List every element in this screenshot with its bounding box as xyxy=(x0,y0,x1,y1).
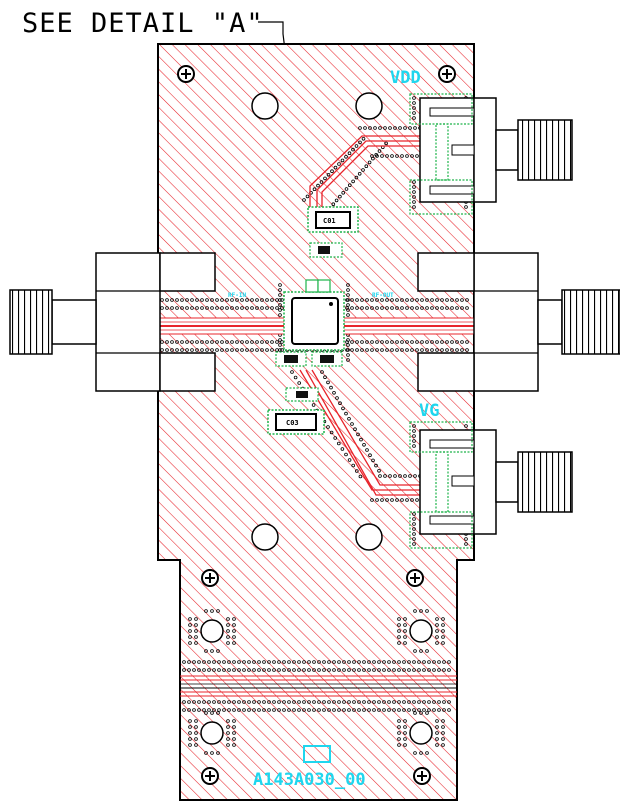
hole xyxy=(409,619,433,643)
sma-connector-right xyxy=(417,252,620,392)
rf-out-label: RF-OUT xyxy=(372,292,394,299)
hole xyxy=(409,721,433,745)
bottom-traces xyxy=(180,675,457,697)
hole xyxy=(355,523,383,551)
vdd-label: VDD xyxy=(390,68,421,88)
screw-icon xyxy=(201,767,219,785)
mmic-chip-area xyxy=(283,279,345,351)
capacitor-c03: C03 xyxy=(267,387,325,435)
screw-icon xyxy=(413,767,431,785)
c01-label: C01 xyxy=(323,217,336,225)
vg-label: VG xyxy=(419,401,439,421)
hole xyxy=(355,92,383,120)
capacitor-c01: C01 xyxy=(307,206,359,258)
title-see-detail: SEE DETAIL "A" xyxy=(22,8,264,39)
board-id-marker xyxy=(303,745,331,763)
dc-connector-vg xyxy=(419,429,573,535)
screw-icon xyxy=(438,65,456,83)
hole xyxy=(251,523,279,551)
mounting-holes xyxy=(200,92,433,745)
small-caps-below-chip xyxy=(275,351,343,367)
board-id-label: A143A030_00 xyxy=(253,770,366,790)
c03-label: C03 xyxy=(286,419,299,427)
rf-in-label: RF-IN xyxy=(228,292,246,299)
sma-connector-left xyxy=(9,252,216,392)
screw-icon xyxy=(406,569,424,587)
screw-icon xyxy=(177,65,195,83)
screw-icon xyxy=(201,569,219,587)
hole xyxy=(251,92,279,120)
green-pads-dc xyxy=(409,93,473,549)
dc-connector-vdd xyxy=(419,97,573,203)
hole xyxy=(200,721,224,745)
hole xyxy=(200,619,224,643)
